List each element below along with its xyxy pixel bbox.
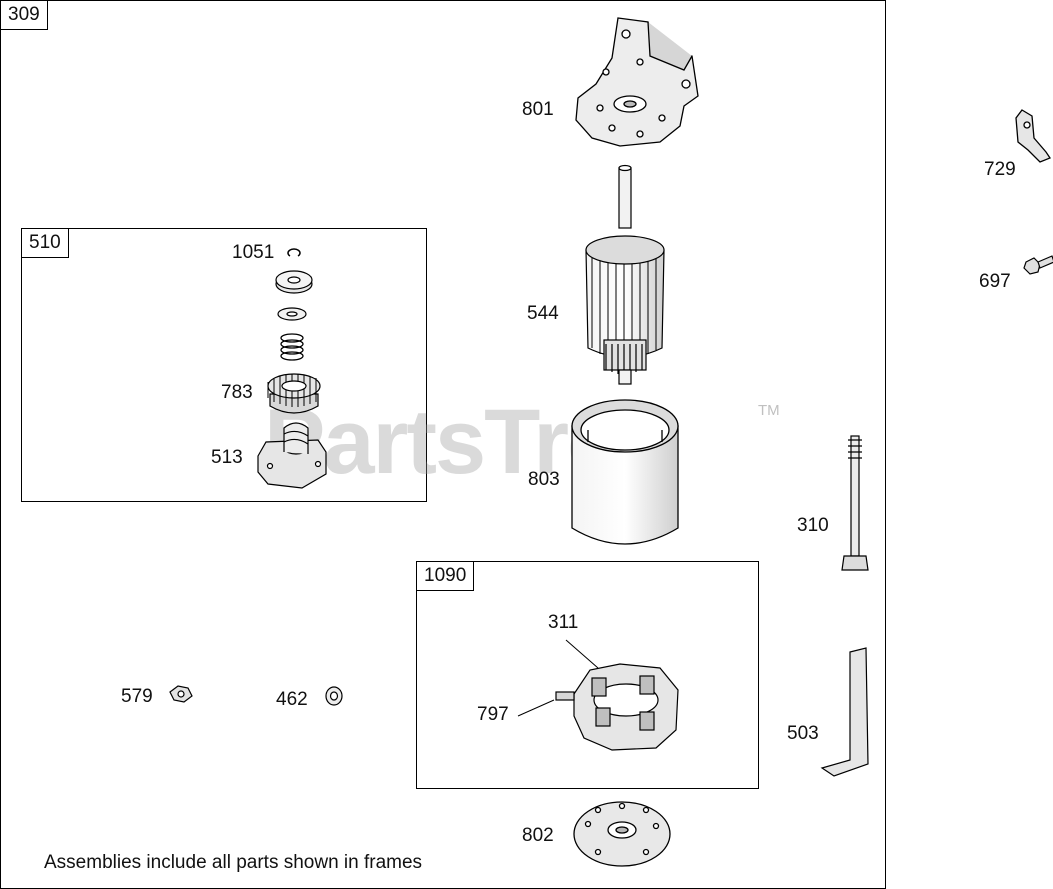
part-stop-collar bbox=[275, 270, 313, 294]
callout-579: 579 bbox=[121, 686, 153, 707]
part-579-nut bbox=[169, 685, 193, 703]
callout-729: 729 bbox=[984, 159, 1016, 180]
frame-510: 510 bbox=[21, 228, 427, 502]
part-462-washer bbox=[325, 686, 343, 706]
footnote: Assemblies include all parts shown in fr… bbox=[44, 852, 423, 873]
part-310-bolt bbox=[841, 435, 869, 571]
callout-311: 311 bbox=[548, 612, 579, 633]
part-803-housing bbox=[571, 399, 679, 545]
callout-462: 462 bbox=[276, 689, 308, 710]
callout-783: 783 bbox=[221, 382, 253, 403]
main-frame-callout: 309 bbox=[1, 1, 48, 30]
callout-801: 801 bbox=[522, 99, 554, 120]
part-783-gear bbox=[267, 373, 321, 414]
leader-lines bbox=[517, 639, 599, 717]
callout-503: 503 bbox=[787, 723, 819, 744]
callout-1051: 1051 bbox=[232, 242, 275, 263]
watermark-trademark: TM bbox=[758, 402, 780, 419]
part-311-brush-holder bbox=[555, 663, 679, 751]
part-513-drive bbox=[257, 422, 327, 489]
frame-1090: 1090 bbox=[416, 561, 759, 789]
part-802-end-plate bbox=[573, 801, 671, 867]
frame-1090-callout: 1090 bbox=[417, 562, 475, 591]
part-503-strip bbox=[820, 647, 869, 777]
part-801-bracket bbox=[575, 17, 699, 147]
part-544-armature bbox=[585, 164, 665, 385]
part-729-clip bbox=[1015, 109, 1051, 163]
callout-802: 802 bbox=[522, 825, 554, 846]
callout-697: 697 bbox=[979, 271, 1011, 292]
part-spring bbox=[280, 333, 304, 361]
frame-510-callout: 510 bbox=[22, 229, 69, 258]
part-1051-ring bbox=[287, 248, 301, 257]
part-washer bbox=[277, 307, 307, 321]
callout-797: 797 bbox=[477, 704, 509, 725]
callout-310: 310 bbox=[797, 515, 829, 536]
callout-513: 513 bbox=[211, 447, 243, 468]
part-697-screw bbox=[1023, 255, 1053, 275]
callout-544: 544 bbox=[527, 303, 559, 324]
callout-803: 803 bbox=[528, 469, 560, 490]
